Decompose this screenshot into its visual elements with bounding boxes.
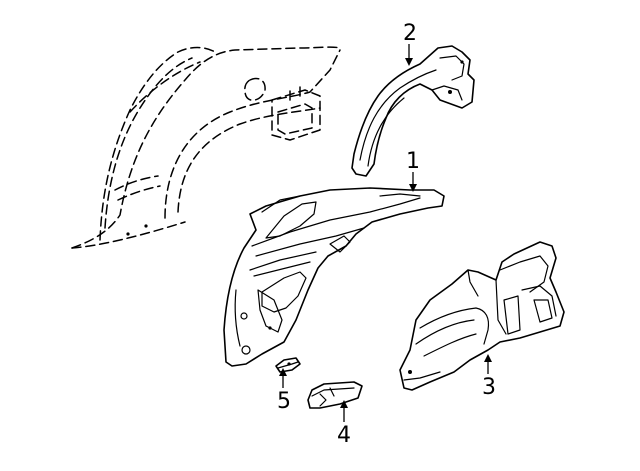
callout-4: 4 [337, 400, 351, 448]
callout-5: 5 [277, 368, 291, 414]
callout-label-1: 1 [406, 149, 420, 174]
callout-1: 1 [406, 149, 420, 192]
callout-label-2: 2 [403, 21, 417, 46]
quarter-panel-outline [71, 46, 341, 249]
callout-label-3: 3 [482, 375, 496, 400]
part-3-wheelhouse-outer [399, 241, 565, 391]
callout-label-4: 4 [337, 423, 351, 448]
callout-3: 3 [482, 354, 496, 400]
part-2-wheelhouse-extension [351, 45, 475, 177]
part-1-wheelhouse-inner [223, 187, 445, 367]
callout-2: 2 [403, 21, 417, 66]
callout-label-5: 5 [277, 389, 291, 414]
part-5-clip [275, 357, 301, 373]
part-4-bracket [307, 381, 363, 409]
